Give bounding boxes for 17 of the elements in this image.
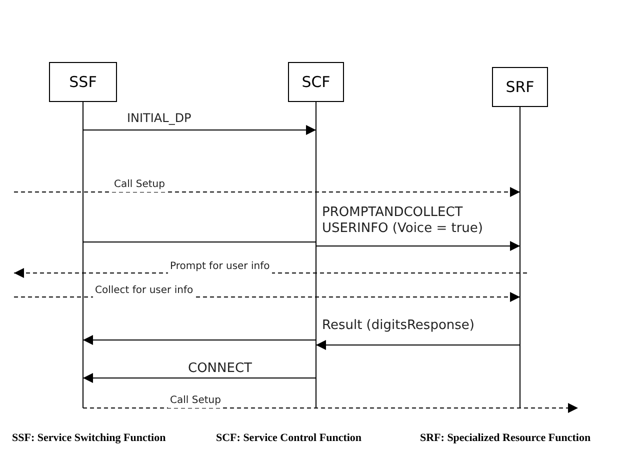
- message-arrow: [14, 187, 520, 197]
- participant-name: SSF: [69, 73, 97, 91]
- message-arrow: [82, 373, 316, 383]
- message-label: Prompt for user info: [168, 261, 272, 274]
- message-label: Call Setup: [168, 395, 223, 408]
- abbreviation-note: SCF: Service Control Function: [216, 432, 362, 444]
- message-arrow: [82, 125, 316, 135]
- message-label: Call Setup: [112, 179, 167, 192]
- message-label: Collect for user info: [93, 285, 196, 298]
- message-arrow: [316, 340, 520, 350]
- message-arrow: [82, 335, 316, 345]
- message-arrow: [316, 241, 520, 251]
- message-arrow: [82, 403, 578, 413]
- message-label: Result (digitsResponse): [320, 318, 476, 334]
- participant-name: SRF: [506, 78, 534, 96]
- message-label: INITIAL_DP: [125, 111, 194, 126]
- participant-name: SCF: [302, 73, 330, 91]
